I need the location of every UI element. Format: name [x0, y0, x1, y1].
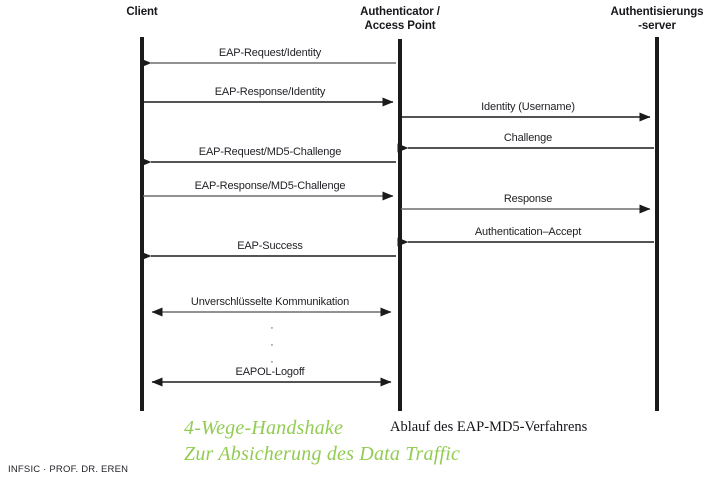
- lifeline-header-client-line1: Client: [126, 6, 158, 18]
- lifeline-bar-client: [140, 37, 144, 411]
- continuation-dot-2: ·: [270, 339, 274, 351]
- message-label-eap-response-md5-challenge: EAP-Response/MD5-Challenge: [194, 180, 346, 192]
- message-label-eapol-logoff: EAPOL-Logoff: [235, 366, 305, 378]
- lifeline-header-server: Authentisierungs -server: [587, 6, 721, 33]
- caption-green-line1: 4-Wege-Handshake: [184, 417, 344, 439]
- lifeline-bar-server: [655, 37, 659, 411]
- message-label-challenge: Challenge: [503, 132, 553, 144]
- message-label-unverschluesselte-kommunikation: Unverschlüsselte Kommunikation: [190, 296, 350, 308]
- message-label-eap-success: EAP-Success: [237, 240, 303, 252]
- lifeline-header-server-line2: -server: [638, 19, 676, 32]
- lifeline-header-authenticator-line1: Authenticator /: [360, 6, 440, 18]
- caption-green-line2: Zur Absicherung des Data Traffic: [184, 443, 461, 465]
- message-label-eap-response-identity: EAP-Response/Identity: [214, 86, 326, 98]
- caption-diagram-title: Ablauf des EAP-MD5-Verfahrens: [390, 419, 588, 435]
- message-label-response: Response: [503, 193, 553, 205]
- message-label-eap-request-md5-challenge: EAP-Request/MD5-Challenge: [198, 146, 342, 158]
- lifeline-bar-authenticator: [398, 39, 402, 411]
- continuation-dot-1: ·: [270, 322, 274, 334]
- lifeline-header-server-line1: Authentisierungs: [610, 6, 704, 18]
- lifeline-header-authenticator: Authenticator / Access Point: [330, 6, 470, 33]
- message-label-identity-username: Identity (Username): [481, 101, 575, 113]
- lifeline-header-client: Client: [92, 6, 192, 20]
- message-label-authentication-accept: Authentication–Accept: [474, 226, 582, 238]
- message-label-eap-request-identity: EAP-Request/Identity: [218, 47, 322, 59]
- continuation-dots: · · ·: [262, 320, 282, 371]
- lifeline-header-authenticator-line2: Access Point: [364, 19, 436, 32]
- footer-credit: INFSIC · PROF. DR. EREN: [8, 464, 129, 475]
- continuation-dot-3: ·: [270, 356, 274, 368]
